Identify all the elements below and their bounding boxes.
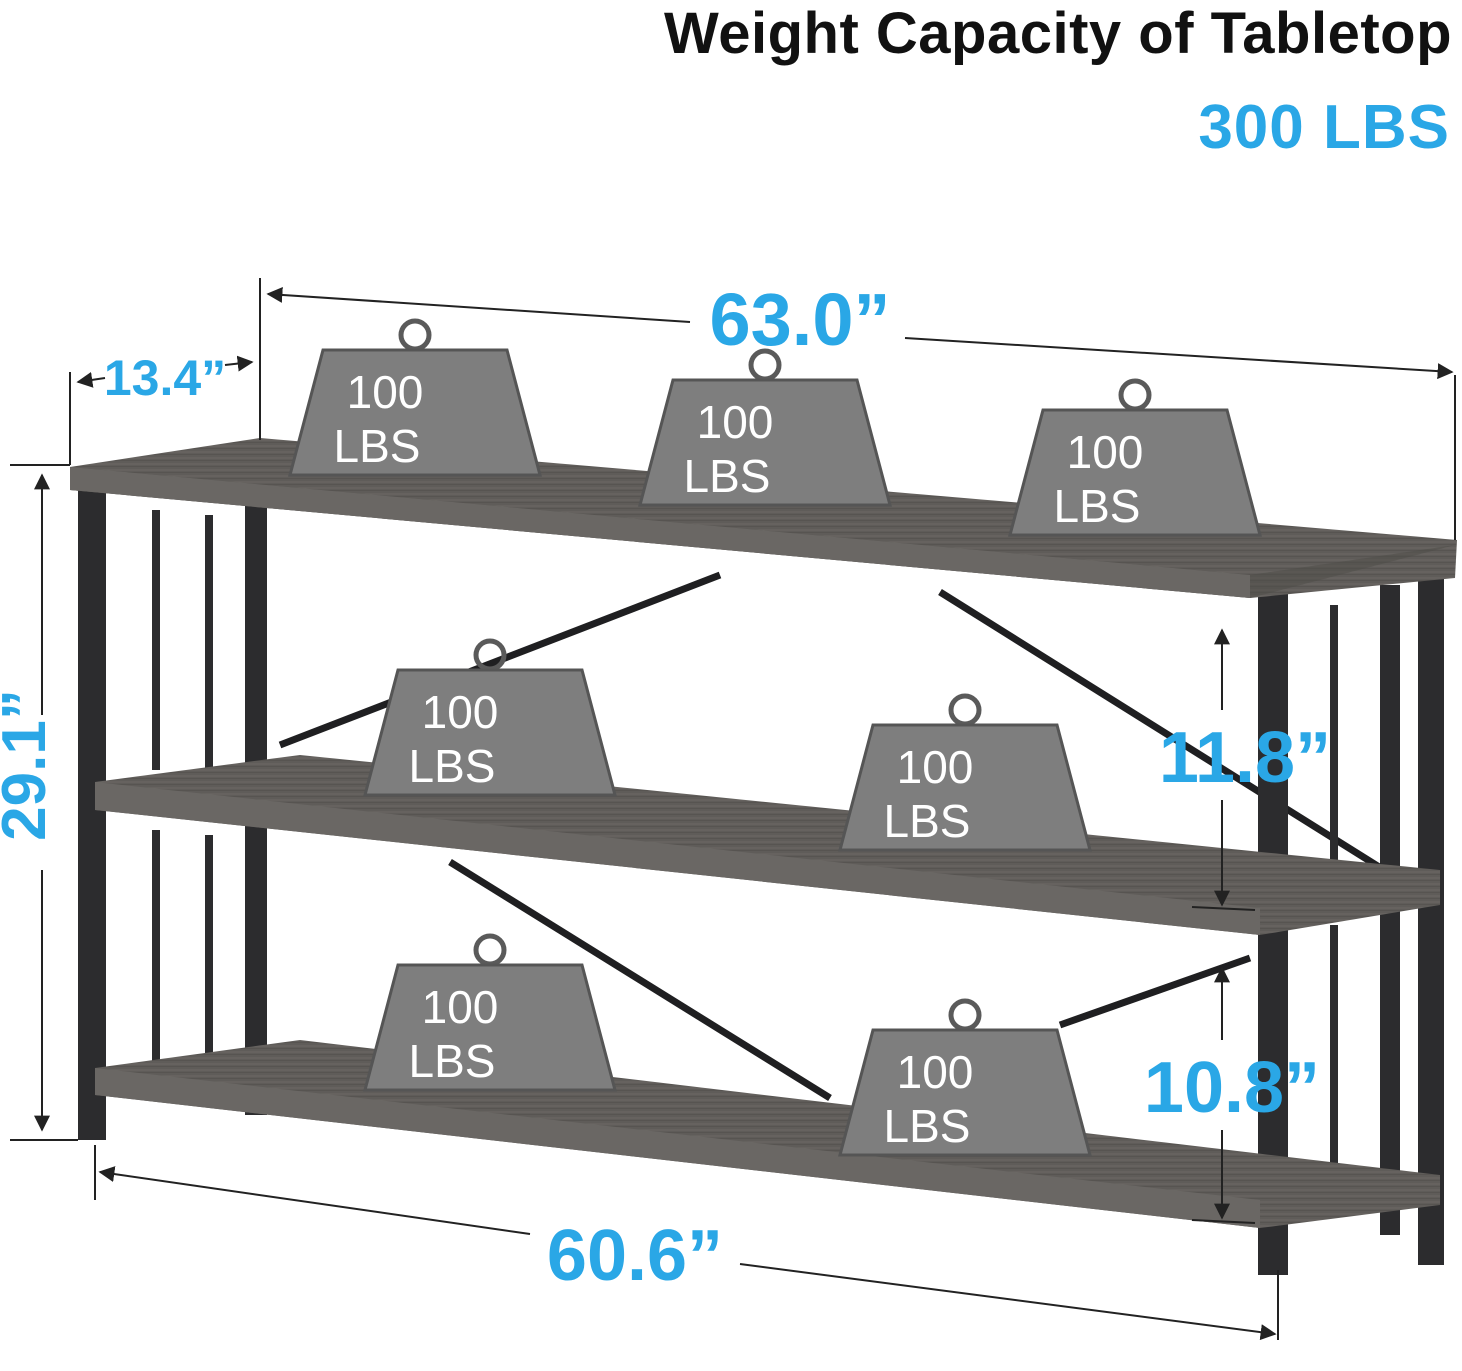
weight-body [363, 963, 617, 1092]
dimension-depth: 13.4” [104, 350, 226, 406]
weight-ring [1118, 378, 1152, 412]
weight-capacity-heading: Weight Capacity of Tabletop [664, 1, 1452, 66]
weight-value: 100 [422, 686, 499, 738]
weight-body [1008, 408, 1262, 537]
weight-unit: LBS [409, 740, 496, 792]
dimension-height: 29.1” [0, 689, 59, 841]
weight-unit: LBS [1054, 480, 1141, 532]
weight-unit: LBS [684, 450, 771, 502]
weight-ring [948, 998, 982, 1032]
capacity-value: 300 LBS [1198, 93, 1450, 162]
weight-body [838, 1028, 1092, 1157]
weight-ring [948, 693, 982, 727]
weight-unit: LBS [884, 795, 971, 847]
dimension-lines [10, 278, 1456, 1341]
weight-value: 100 [1067, 426, 1144, 478]
weight-value: 100 [897, 1046, 974, 1098]
dimension-shelf-gap-upper: 11.8” [1159, 718, 1331, 798]
weight-unit: LBS [334, 420, 421, 472]
weight-unit: LBS [884, 1100, 971, 1152]
weight-value: 100 [422, 981, 499, 1033]
weight-body [638, 378, 892, 507]
weight-ring [398, 318, 432, 352]
shelf-top [70, 438, 1457, 598]
dimension-length-bottom: 60.6” [547, 1216, 723, 1296]
weight-body [363, 668, 617, 797]
dimension-shelf-gap-lower: 10.8” [1144, 1048, 1320, 1128]
weight-value: 100 [897, 741, 974, 793]
weight-value: 100 [347, 366, 424, 418]
weight-unit: LBS [409, 1035, 496, 1087]
shelf-middle [95, 755, 1440, 935]
dimension-length-top: 63.0” [709, 278, 890, 361]
weight-body [288, 348, 542, 477]
weight-body [838, 723, 1092, 852]
weight-value: 100 [697, 396, 774, 448]
weight-ring [473, 933, 507, 967]
